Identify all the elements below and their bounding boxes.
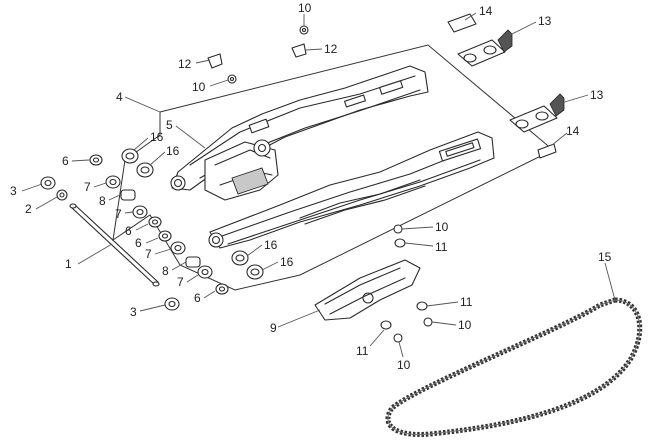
bolt-10-r xyxy=(423,317,433,327)
callout-6: 6 xyxy=(194,291,201,305)
callout-13: 13 xyxy=(590,88,604,102)
cap-12-left xyxy=(207,53,223,69)
callout-1: 1 xyxy=(65,257,72,271)
washer-11-low xyxy=(380,320,392,330)
washer-6-c xyxy=(158,230,172,242)
callout-16: 16 xyxy=(264,238,278,252)
callout-7: 7 xyxy=(177,275,184,289)
callout-15: 15 xyxy=(598,250,612,264)
callout-9: 9 xyxy=(270,321,277,335)
seal-7-d xyxy=(197,265,213,279)
chain-adjuster-plate-14-right xyxy=(537,143,557,159)
callout-3: 3 xyxy=(10,184,17,198)
callout-11: 11 xyxy=(356,344,369,358)
callout-14: 14 xyxy=(566,124,580,138)
callout-11: 11 xyxy=(435,240,448,254)
nut-3-upper xyxy=(40,176,56,190)
sleeve-8-b xyxy=(185,256,201,268)
callout-8: 8 xyxy=(162,264,169,278)
washer-11-r xyxy=(416,301,428,311)
callout-10: 10 xyxy=(397,358,411,372)
nut-3-lower xyxy=(164,297,180,311)
bolt-10-low xyxy=(393,333,403,343)
seal-7-a xyxy=(105,175,121,189)
leader-lines xyxy=(21,12,616,358)
bushing-16-b xyxy=(136,162,154,178)
callout-8: 8 xyxy=(99,194,106,208)
callout-16: 16 xyxy=(150,130,164,144)
nut-10-top xyxy=(299,25,309,35)
clip-12-right xyxy=(291,43,307,58)
washer-11-mid xyxy=(394,238,406,248)
chain-adjuster-13-top xyxy=(457,29,513,67)
chain-adjuster-plate-14-top xyxy=(447,13,477,33)
callout-7: 7 xyxy=(84,180,91,194)
nut-10-upper xyxy=(227,74,237,84)
callout-11: 11 xyxy=(460,295,473,309)
callout-2: 2 xyxy=(25,202,32,216)
swing-arm-lower-rail xyxy=(208,131,495,249)
callout-6: 6 xyxy=(135,236,142,250)
washer-6-b xyxy=(148,216,162,228)
callout-10: 10 xyxy=(435,220,449,234)
callout-10: 10 xyxy=(298,1,312,15)
swing-arm-crossmember xyxy=(204,139,279,201)
bushing-16-d xyxy=(246,264,264,280)
callout-7: 7 xyxy=(115,207,122,221)
callout-3: 3 xyxy=(130,305,137,319)
callout-10: 10 xyxy=(192,80,206,94)
pivot-shaft xyxy=(69,203,160,287)
chain-guard xyxy=(314,259,421,321)
washer-6-upper xyxy=(89,154,103,166)
callout-12: 12 xyxy=(178,57,192,71)
callout-labels: 10 14 13 12 12 10 4 5 16 16 13 14 6 3 2 … xyxy=(10,1,612,372)
callout-5: 5 xyxy=(166,118,173,132)
callout-4: 4 xyxy=(116,90,123,104)
callout-12: 12 xyxy=(324,42,338,56)
callout-10: 10 xyxy=(458,318,472,332)
bolt-10-mid xyxy=(393,224,403,234)
seal-7-b xyxy=(132,205,148,219)
callout-6: 6 xyxy=(62,154,69,168)
sleeve-8-a xyxy=(120,189,136,201)
callout-16: 16 xyxy=(280,255,294,269)
drive-chain xyxy=(385,297,643,437)
callout-7: 7 xyxy=(145,247,152,261)
chain-adjuster-13-right xyxy=(509,93,565,133)
seal-7-c xyxy=(170,241,186,255)
washer-2 xyxy=(56,189,68,201)
callout-16: 16 xyxy=(166,144,180,158)
callout-14: 14 xyxy=(479,4,493,18)
callout-13: 13 xyxy=(538,14,552,28)
bushing-16-c xyxy=(231,250,249,266)
bushing-16-a xyxy=(121,148,139,164)
washer-6-lower xyxy=(215,283,229,295)
callout-6: 6 xyxy=(125,224,132,238)
